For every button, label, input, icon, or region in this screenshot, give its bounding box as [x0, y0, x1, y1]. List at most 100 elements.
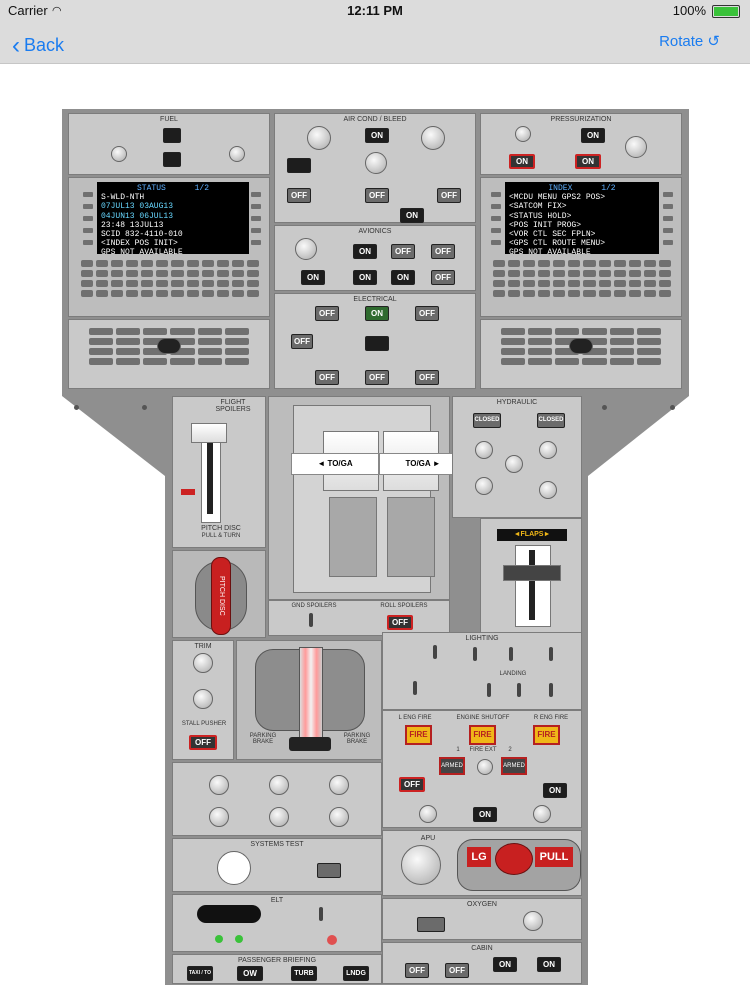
keypad-key[interactable] — [643, 280, 656, 287]
keypad-key[interactable] — [528, 328, 553, 335]
keypad-key[interactable] — [224, 358, 249, 365]
keypad-key[interactable] — [246, 290, 259, 297]
keypad-key[interactable] — [201, 270, 214, 277]
keypad-key[interactable] — [643, 290, 656, 297]
keypad-key[interactable] — [201, 260, 214, 267]
mcdu-right-lsk[interactable] — [491, 216, 501, 221]
avionics-sw-4[interactable]: ON — [301, 270, 325, 285]
engine-ignition-switch[interactable]: ON — [473, 807, 497, 822]
cabin-dc-pwr[interactable]: OFF — [405, 963, 429, 978]
avionics-sw-5[interactable]: ON — [353, 270, 377, 285]
keypad-key[interactable] — [538, 290, 551, 297]
keypad-key[interactable] — [553, 260, 566, 267]
keypad-key[interactable] — [598, 290, 611, 297]
mcdu-right-rsk[interactable] — [663, 216, 673, 221]
mcdu-right-keypad[interactable] — [493, 260, 671, 297]
air-cond-mode-knob[interactable] — [365, 152, 387, 174]
keypad-key[interactable] — [111, 290, 124, 297]
keypad-key[interactable] — [643, 260, 656, 267]
keypad-key[interactable] — [583, 260, 596, 267]
keypad-key[interactable] — [116, 328, 141, 335]
keypad-key[interactable] — [501, 328, 526, 335]
aux-knob-3[interactable] — [329, 775, 349, 795]
elec-l-gen[interactable]: OFF — [315, 370, 339, 385]
keypad-key[interactable] — [111, 260, 124, 267]
keypad-key[interactable] — [89, 338, 114, 345]
keypad-key[interactable] — [658, 280, 671, 287]
keypad-key[interactable] — [628, 260, 641, 267]
keypad-key[interactable] — [609, 358, 634, 365]
avionics-sw-3[interactable]: OFF — [431, 244, 455, 259]
fuel-xflow-switch[interactable] — [163, 128, 181, 143]
radio-left-tuning-knob[interactable] — [157, 338, 181, 354]
air-cond-x-bleed[interactable]: OFF — [365, 188, 389, 203]
elec-r-gen[interactable]: OFF — [415, 370, 439, 385]
keypad-key[interactable] — [171, 270, 184, 277]
mcdu-left-rsk[interactable] — [251, 240, 261, 245]
mcdu-left-lsk[interactable] — [83, 192, 93, 197]
keypad-key[interactable] — [501, 338, 526, 345]
keypad-key[interactable] — [156, 260, 169, 267]
keypad-key[interactable] — [538, 270, 551, 277]
keypad-key[interactable] — [231, 270, 244, 277]
air-cond-left-sw[interactable] — [287, 158, 311, 173]
keypad-key[interactable] — [553, 270, 566, 277]
mcdu-right-rsk[interactable] — [663, 240, 673, 245]
air-cond-r-bleed[interactable]: OFF — [437, 188, 461, 203]
fire-ext-1-armed[interactable]: ARMED — [439, 757, 465, 775]
keypad-key[interactable] — [96, 280, 109, 287]
keypad-key[interactable] — [224, 328, 249, 335]
keypad-key[interactable] — [493, 280, 506, 287]
keypad-key[interactable] — [186, 270, 199, 277]
oxygen-knob[interactable] — [523, 911, 543, 931]
keypad-key[interactable] — [197, 348, 222, 355]
keypad-key[interactable] — [224, 338, 249, 345]
keypad-key[interactable] — [143, 328, 168, 335]
keypad-key[interactable] — [116, 348, 141, 355]
keypad-key[interactable] — [609, 338, 634, 345]
keypad-key[interactable] — [523, 270, 536, 277]
radio-left-keypad[interactable] — [89, 328, 249, 365]
keypad-key[interactable] — [613, 270, 626, 277]
keypad-key[interactable] — [96, 260, 109, 267]
left-engine-fire-button[interactable]: FIRE — [405, 725, 432, 745]
keypad-key[interactable] — [643, 270, 656, 277]
keypad-key[interactable] — [216, 260, 229, 267]
keypad-key[interactable] — [89, 358, 114, 365]
landing-toggle[interactable] — [549, 683, 553, 697]
elec-l-batt[interactable]: OFF — [315, 306, 339, 321]
keypad-key[interactable] — [231, 260, 244, 267]
keypad-key[interactable] — [156, 290, 169, 297]
mcdu-right-rsk[interactable] — [663, 204, 673, 209]
fuel-open-switch[interactable] — [163, 152, 181, 167]
roll-spoilers-switch[interactable]: OFF — [387, 615, 413, 630]
keypad-key[interactable] — [636, 328, 661, 335]
keypad-key[interactable] — [568, 260, 581, 267]
keypad-key[interactable] — [96, 290, 109, 297]
keypad-key[interactable] — [613, 260, 626, 267]
keypad-key[interactable] — [582, 348, 607, 355]
keypad-key[interactable] — [81, 260, 94, 267]
keypad-key[interactable] — [583, 290, 596, 297]
keypad-key[interactable] — [111, 270, 124, 277]
keypad-key[interactable] — [553, 280, 566, 287]
keypad-key[interactable] — [116, 338, 141, 345]
keypad-key[interactable] — [628, 270, 641, 277]
aux-knob-4[interactable] — [209, 807, 229, 827]
keypad-key[interactable] — [609, 328, 634, 335]
keypad-key[interactable] — [636, 338, 661, 345]
keypad-key[interactable] — [170, 358, 195, 365]
keypad-key[interactable] — [501, 348, 526, 355]
avionics-sw-7[interactable]: OFF — [431, 270, 455, 285]
keypad-key[interactable] — [186, 280, 199, 287]
mcdu-right-rsk[interactable] — [663, 228, 673, 233]
keypad-key[interactable] — [568, 280, 581, 287]
trim-knob-1[interactable] — [193, 653, 213, 673]
pax-brief-taxi[interactable]: TAXI / TO — [187, 966, 213, 981]
spoiler-lever-handle[interactable] — [191, 423, 227, 443]
air-cond-left-knob[interactable] — [307, 126, 331, 150]
keypad-key[interactable] — [171, 280, 184, 287]
keypad-key[interactable] — [598, 260, 611, 267]
apu-master-knob[interactable] — [401, 845, 441, 885]
keypad-key[interactable] — [523, 290, 536, 297]
